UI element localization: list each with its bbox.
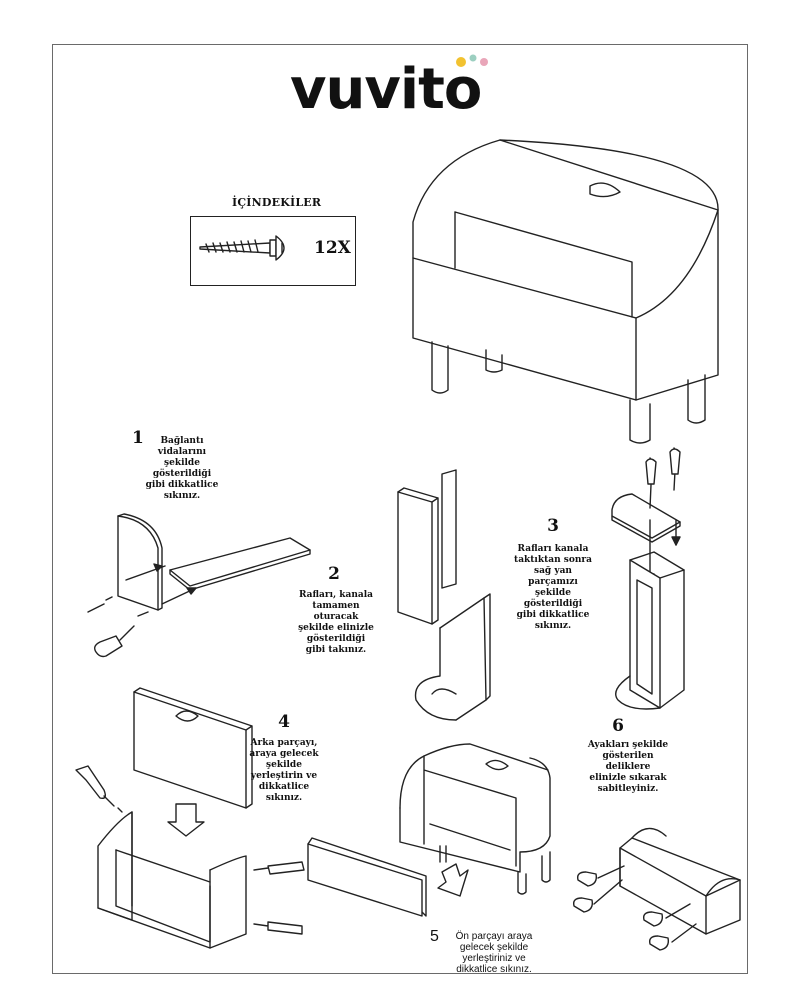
step-3-number: 3 [547, 516, 559, 536]
brand-logo: vuvito [290, 54, 488, 116]
step-5-number: 5 [430, 928, 439, 945]
step-3-text: Rafları kanala taktıktan sonra sağ yan p… [514, 544, 592, 631]
logo-dot-teal [469, 54, 477, 62]
screw-icon [200, 236, 284, 260]
step-6-text: Ayakları şekilde gösterilen deliklere el… [587, 740, 669, 794]
step-1-illustration [88, 514, 310, 657]
step-5-illustration [308, 744, 550, 916]
step-4-illustration [76, 688, 304, 948]
step-5-text: Ön parçayı araya gelecek şekilde yerleşt… [455, 931, 533, 975]
step-2-text: Rafları, kanala tamamen oturacak şekilde… [298, 590, 374, 655]
contents-box [190, 216, 356, 286]
step-4-number: 4 [278, 712, 290, 732]
step-1-number: 1 [132, 428, 144, 448]
page-frame [52, 44, 748, 974]
step-1-text: Bağlantı vidalarını şekilde gösterildiği… [145, 436, 219, 501]
step-6-number: 6 [612, 716, 624, 736]
screw-quantity: 12X [314, 238, 351, 258]
step-2-number: 2 [328, 564, 340, 584]
step-2-illustration [398, 470, 490, 720]
logo-dot-pink [480, 58, 488, 66]
brand-logo-text: vuvito [290, 57, 481, 116]
step-4-text: Arka parçayı, araya gelecek şekilde yerl… [249, 738, 319, 803]
step-3-illustration [612, 448, 684, 709]
logo-dot-yellow [456, 57, 466, 67]
finished-book-rack [413, 140, 718, 443]
step-6-illustration [574, 828, 740, 950]
contents-title: İÇİNDEKİLER [232, 196, 322, 209]
